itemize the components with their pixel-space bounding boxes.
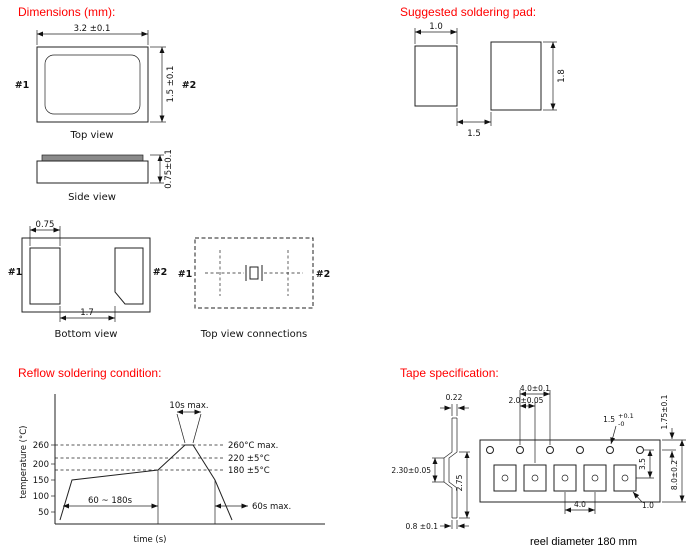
pad-height-dimension-lines (543, 41, 557, 111)
bottom-view-gap-dimension-lines (59, 306, 116, 322)
tape-section-title: Tape specification: (400, 366, 499, 380)
pocket-corner-leader-line (632, 491, 643, 503)
pad-height-dim-label: 1.8 (557, 69, 567, 83)
pad-width-dim-label: 1.0 (429, 22, 443, 32)
y-tick-200: 200 (33, 460, 49, 470)
hole-to-pocket-center-dim-label: 3.5 (638, 458, 647, 470)
reference-dashed-lines (55, 444, 224, 471)
ref-label-220: 220 ±5°C (228, 454, 270, 464)
hole-dia-dim-label: 1.5 (603, 415, 615, 424)
hole-to-pocket-dim-label: 2.0±0.05 (509, 396, 544, 405)
pad-pitch-dimension-lines (456, 108, 492, 126)
side-view-lid (41, 154, 144, 162)
pocket-pitch-dim-label: 4.0 (574, 500, 586, 509)
hole-dia-tol-plus-label: +0.1 (618, 412, 634, 420)
hole-pitch-dimension-lines (519, 390, 551, 463)
tape-thickness-dim-label: 0.22 (446, 393, 463, 402)
sprocket-holes (486, 446, 644, 454)
y-axis-tick-marks (51, 444, 55, 513)
bottom-view-pad2 (114, 247, 144, 305)
connections-drawing: #1 #2 Top view connections (178, 237, 331, 340)
pocket-pitch-dimension-lines (564, 492, 596, 514)
top-view-body-outline (36, 46, 149, 123)
top-view-width-dim-label: 3.2 ±0.1 (74, 24, 111, 34)
section-height-dimension-lines (459, 451, 470, 519)
x-axis-label: time (s) (134, 535, 167, 545)
pad-width-dimension-lines (414, 28, 458, 44)
reflow-chart: 260 200 150 100 50 260°C max. 220 ±5°C 1… (19, 394, 325, 545)
bottom-view-pin2-label: #2 (153, 267, 168, 278)
y-tick-150: 150 (33, 476, 49, 486)
bottom-thickness-dimension-lines (440, 520, 469, 529)
top-view-drawing: 3.2 ±0.1 1.5 ±0.1 #1 #2 Top view (15, 24, 197, 141)
connections-electrode-lines (205, 250, 303, 296)
tape-width-dimension-lines (662, 440, 686, 503)
bottom-view-pad1 (29, 247, 61, 305)
bottom-view-drawing: 0.75 1.7 #1 #2 Bottom view (8, 220, 168, 340)
solder-pad-left (414, 45, 458, 107)
y-tick-50: 50 (38, 508, 49, 518)
solder-pad-right (490, 41, 542, 111)
top-view-caption: Top view (69, 130, 113, 141)
section-height-dim-label: 2.75 (455, 474, 464, 491)
soldering-pad-section-title: Suggested soldering pad: (400, 5, 537, 19)
top-view-pin2-label: #2 (182, 80, 197, 91)
connections-caption: Top view connections (200, 329, 308, 340)
crystal-symbol (245, 265, 263, 281)
pocket-depth-dim-label: 2.30±0.05 (391, 466, 431, 475)
top-view-height-dim-label: 1.5 ±0.1 (166, 66, 176, 103)
bottom-view-pad-width-dimension-lines (29, 226, 61, 246)
dimensions-drawing: 3.2 ±0.1 1.5 ±0.1 #1 #2 Top view 0.75±0.… (8, 24, 331, 340)
edge-to-hole-dimension-lines (662, 428, 686, 462)
bottom-thickness-dim-label: 0.8 ±0.1 (405, 522, 438, 531)
connections-pin2-label: #2 (316, 269, 331, 280)
edge-to-hole-dim-label: 1.75±0.1 (660, 394, 669, 429)
side-view-height-dim-label: 0.75±0.1 (164, 149, 174, 189)
reflow-profile-line (59, 444, 233, 521)
bottom-view-pin1-label: #1 (8, 267, 23, 278)
top-view-lid-outline (44, 54, 141, 115)
region-boundary-lines (157, 470, 216, 524)
top-view-width-dimension-lines (36, 30, 149, 45)
connections-outline (194, 237, 314, 309)
peak-time-dimension-lines (176, 409, 202, 444)
y-tick-100: 100 (33, 492, 49, 502)
pad-pitch-dim-label: 1.5 (467, 129, 481, 139)
side-view-drawing: 0.75±0.1 Side view (36, 149, 174, 203)
peak-time-label: 10s max. (169, 401, 208, 411)
top-view-height-dimension-lines (150, 46, 166, 123)
soldering-pad-drawing: 1.0 1.8 1.5 (414, 22, 567, 139)
side-view-height-dimension-lines (150, 154, 164, 184)
bottom-view-gap-dim-label: 1.7 (80, 308, 94, 318)
hole-dia-tol-minus-label: -0 (618, 420, 624, 428)
side-view-caption: Side view (68, 192, 116, 203)
component-pockets (493, 464, 637, 492)
hole-pitch-dim-label: 4.0±0.1 (520, 384, 550, 393)
chart-axes (54, 394, 325, 525)
tape-drawing: 0.22 2.30±0.05 2.75 0.8 ±0.1 (391, 384, 686, 531)
hole-to-pocket-center-dimension-lines (636, 449, 654, 479)
pocket-depth-dimension-lines (432, 457, 444, 483)
reflow-section-title: Reflow soldering condition: (18, 366, 162, 380)
dimensions-section-title: Dimensions (mm): (18, 5, 116, 19)
connections-pin1-label: #1 (178, 269, 193, 280)
ref-label-180: 180 ±5°C (228, 466, 270, 476)
bottom-view-caption: Bottom view (55, 329, 118, 340)
cool-label: 60s max. (252, 502, 291, 512)
tape-width-dim-label: 8.0±0.2 (670, 460, 679, 490)
side-view-body (36, 160, 149, 184)
soak-label: 60 ~ 180s (88, 496, 133, 506)
reel-diameter-note: reel diameter 180 mm (530, 536, 637, 548)
y-axis-label: temperature (°C) (19, 426, 29, 499)
pocket-corner-dim-label: 1.0 (642, 501, 654, 510)
tape-cross-section (443, 417, 458, 519)
tape-thickness-dimension-lines (440, 404, 469, 416)
ref-label-260: 260°C max. (228, 441, 278, 451)
bottom-view-pad-width-dim-label: 0.75 (36, 220, 55, 230)
y-tick-260: 260 (33, 441, 49, 451)
top-view-pin1-label: #1 (15, 80, 30, 91)
hole-dia-leader-line (610, 425, 617, 445)
